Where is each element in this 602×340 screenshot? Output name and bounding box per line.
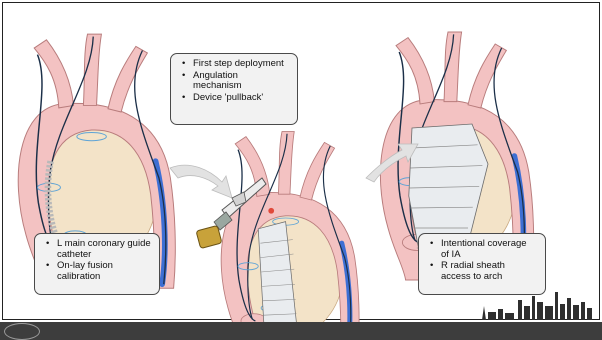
callout-top: First step deployment Angulation mechani…: [170, 53, 298, 125]
callout-left: L main coronary guide catheter On-lay fu…: [34, 233, 160, 295]
callout-top-item: Angulation mechanism: [193, 71, 289, 92]
callout-right-item: Intentional coverage of IA: [441, 239, 537, 260]
callout-right: Intentional coverage of IA R radial shea…: [418, 233, 546, 295]
callout-top-item: Device 'pullback': [193, 93, 289, 104]
callout-right-item: R radial sheath access to arch: [441, 261, 537, 282]
footer-logo: [4, 323, 40, 340]
panel-2-first-step-deployment: [221, 132, 359, 340]
footer-bar: [0, 322, 602, 340]
curved-arrow-icon: [170, 165, 232, 198]
city-skyline-logo: [482, 292, 592, 320]
callout-left-item: L main coronary guide catheter: [57, 239, 151, 260]
callout-left-item: On-lay fusion calibration: [57, 261, 151, 282]
callout-top-item: First step deployment: [193, 59, 289, 70]
